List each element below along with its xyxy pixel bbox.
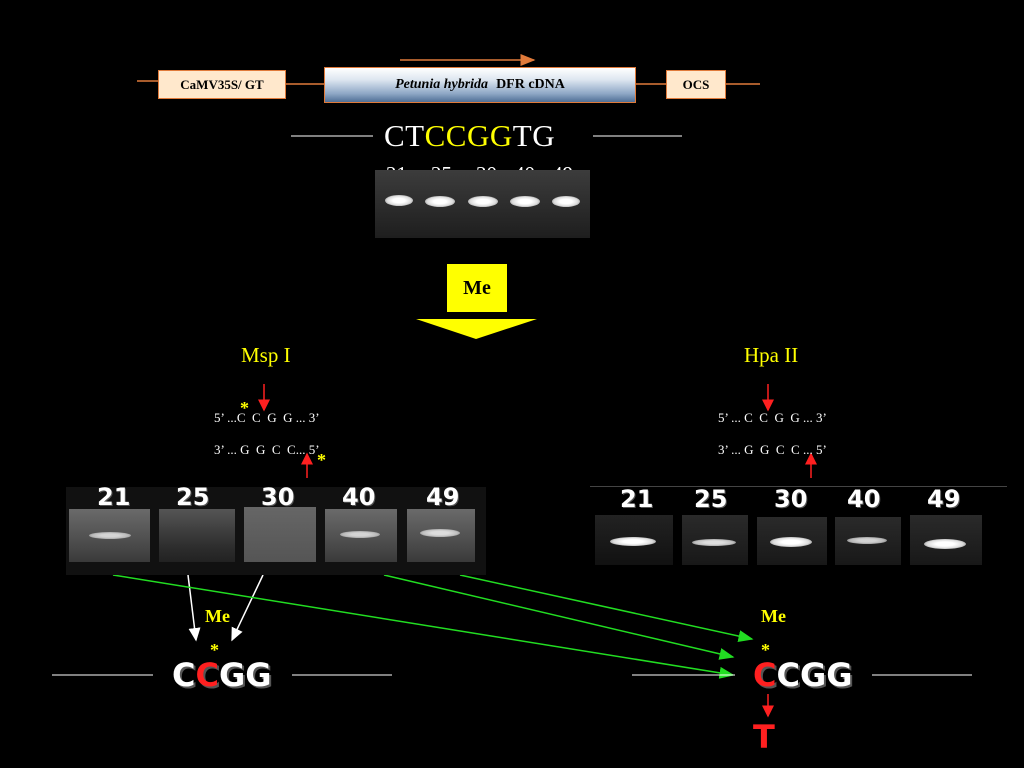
terminator-label: OCS bbox=[682, 76, 710, 92]
msp-lane-label: 49 bbox=[426, 483, 460, 511]
mutation-result: T bbox=[753, 718, 775, 756]
gel-lane bbox=[682, 515, 748, 565]
hpa-lane-label: 21 bbox=[620, 485, 654, 513]
gel-lane bbox=[910, 515, 982, 565]
main-sequence: CTCCGGTG bbox=[384, 116, 555, 156]
hpa-lane-label: 25 bbox=[694, 485, 728, 513]
top-gel-image bbox=[375, 170, 590, 238]
methyl-star: * bbox=[210, 640, 219, 660]
gel-band bbox=[610, 537, 656, 546]
methyl-star: * bbox=[761, 640, 770, 660]
right-ccgg-methyl-c: C bbox=[753, 656, 777, 694]
gel-band bbox=[89, 532, 131, 539]
methyl-star: * bbox=[240, 398, 249, 418]
methyl-star: * bbox=[317, 450, 326, 470]
gel-band bbox=[420, 529, 460, 537]
msp-gel-image: 21 25 30 40 49 bbox=[66, 483, 486, 575]
hpa-lane-label: 40 bbox=[847, 485, 881, 513]
hpa-strand-bottom: 3’ ... G G C C ... 5’ bbox=[718, 442, 827, 457]
green-arrow-21 bbox=[112, 574, 735, 679]
hpa-gel-image: 21 25 30 40 49 bbox=[590, 485, 1007, 567]
hpa-strand-top: 5’ ... C C G G ... 3’ bbox=[718, 410, 827, 425]
gel-lane bbox=[757, 517, 827, 565]
gel-band bbox=[468, 196, 498, 207]
methylation-label: Me bbox=[463, 276, 491, 299]
msp-lane-label: 40 bbox=[342, 483, 376, 511]
left-ccgg-gg: GG bbox=[218, 656, 272, 694]
green-arrow-40 bbox=[383, 574, 735, 660]
gel-band bbox=[385, 195, 413, 206]
gel-band bbox=[924, 539, 966, 549]
left-ccgg-methyl-c: C bbox=[195, 656, 219, 694]
hpa-lane-label: 30 bbox=[774, 485, 808, 513]
msp-lane-label: 30 bbox=[261, 483, 295, 511]
promoter-box: CaMV35S/ GT bbox=[158, 70, 286, 99]
msp-strand-top-rest: C C G G ... 3’ bbox=[236, 410, 320, 425]
msp-strand-top-prefix: 5’ ... bbox=[214, 410, 237, 425]
cdna-box: Petunia hybrida DFR cDNA bbox=[324, 67, 636, 103]
gel-band bbox=[847, 537, 887, 544]
seq-suffix: TG bbox=[512, 118, 556, 153]
gel-lane bbox=[595, 515, 673, 565]
gene-name-label: DFR cDNA bbox=[496, 77, 565, 92]
gel-band bbox=[692, 539, 736, 546]
msp-strand-top: 5’ ...C C G G ... 3’ bbox=[214, 410, 320, 426]
gel-band bbox=[770, 537, 812, 547]
msp-strand-bottom-rest: ... 5’ bbox=[295, 442, 320, 457]
gel-lane bbox=[325, 509, 397, 562]
gel-band bbox=[552, 196, 580, 207]
hpa-lane-label: 49 bbox=[927, 485, 961, 513]
gel-lane bbox=[159, 509, 235, 562]
gel-band bbox=[510, 196, 540, 207]
promoter-label: CaMV35S/ GT bbox=[180, 76, 264, 92]
msp-strand-bottom: 3’ ... G G C C... 5’ bbox=[214, 442, 320, 458]
white-arrow-2 bbox=[231, 574, 264, 642]
right-me-label: Me bbox=[761, 606, 786, 626]
methylation-arrow bbox=[416, 319, 537, 339]
methylation-label-box: Me bbox=[447, 264, 507, 312]
green-arrow-49 bbox=[459, 574, 754, 642]
left-ccgg: CCGG bbox=[172, 656, 272, 694]
right-ccgg-rest: CGG bbox=[776, 656, 853, 694]
gene-species-label: Petunia hybrida bbox=[395, 77, 489, 92]
hpa-enzyme-label: Hpa II bbox=[744, 343, 799, 367]
gel-lane bbox=[407, 509, 475, 562]
msp-lane-label: 25 bbox=[176, 483, 210, 511]
gel-band bbox=[340, 531, 380, 538]
left-me-label: Me bbox=[205, 606, 230, 626]
gel-band bbox=[425, 196, 455, 207]
left-ccgg-c1: C bbox=[172, 656, 196, 694]
terminator-box: OCS bbox=[666, 70, 726, 99]
gel-lane bbox=[244, 507, 316, 562]
gel-lane bbox=[835, 517, 901, 565]
gel-lane bbox=[69, 509, 150, 562]
right-ccgg: CCGG bbox=[753, 656, 853, 694]
msp-lane-label: 21 bbox=[97, 483, 131, 511]
seq-prefix: CT bbox=[384, 118, 425, 153]
msp-enzyme-label: Msp I bbox=[241, 343, 291, 367]
white-arrow-1 bbox=[187, 574, 201, 642]
seq-highlight: CCGG bbox=[424, 118, 513, 153]
msp-strand-bottom-prefix: 3’ ... G G C C bbox=[214, 442, 296, 457]
